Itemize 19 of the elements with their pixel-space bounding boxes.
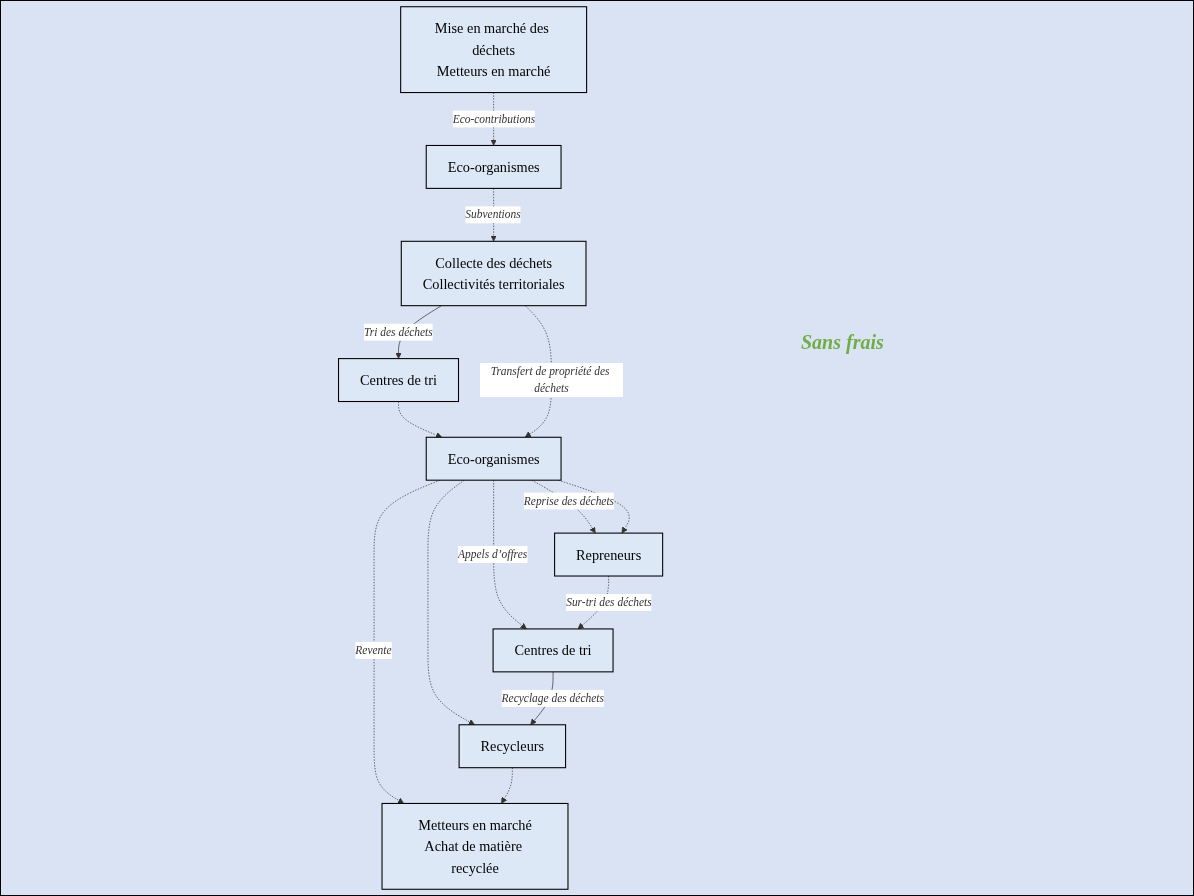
node-box: Repreneurs [554,532,664,577]
node-box: Mise en marché des déchets Metteurs en marché [400,6,588,94]
node-box: Eco-organismes [426,436,562,481]
node-box: Recycleurs [459,724,567,769]
edge-label: Subventions [465,208,522,221]
edge-label: Recyclage des déchets [502,691,605,705]
node-box: Centres de tri [492,628,614,673]
node-box: Centres de tri [338,358,460,403]
edge-label: Sur-tri des déchets [566,596,653,609]
node-box: Metteurs en marché Achat de matière recyclée [381,802,569,890]
note-text: Sans frais [801,331,884,354]
edge-label: Reprise des déchets [524,494,615,507]
edge-label: Tri des déchets [364,325,434,338]
node-box: Collecte des déchets Collectivités territoriales [401,240,587,307]
node-box: Eco-organismes [426,144,562,189]
edge-label: Appels d’offres [458,548,528,561]
edge-label: Eco-contributions [453,112,536,125]
edge-label: Transfert de propriété des déchets [491,365,610,395]
edge-label: Revente [355,643,392,657]
